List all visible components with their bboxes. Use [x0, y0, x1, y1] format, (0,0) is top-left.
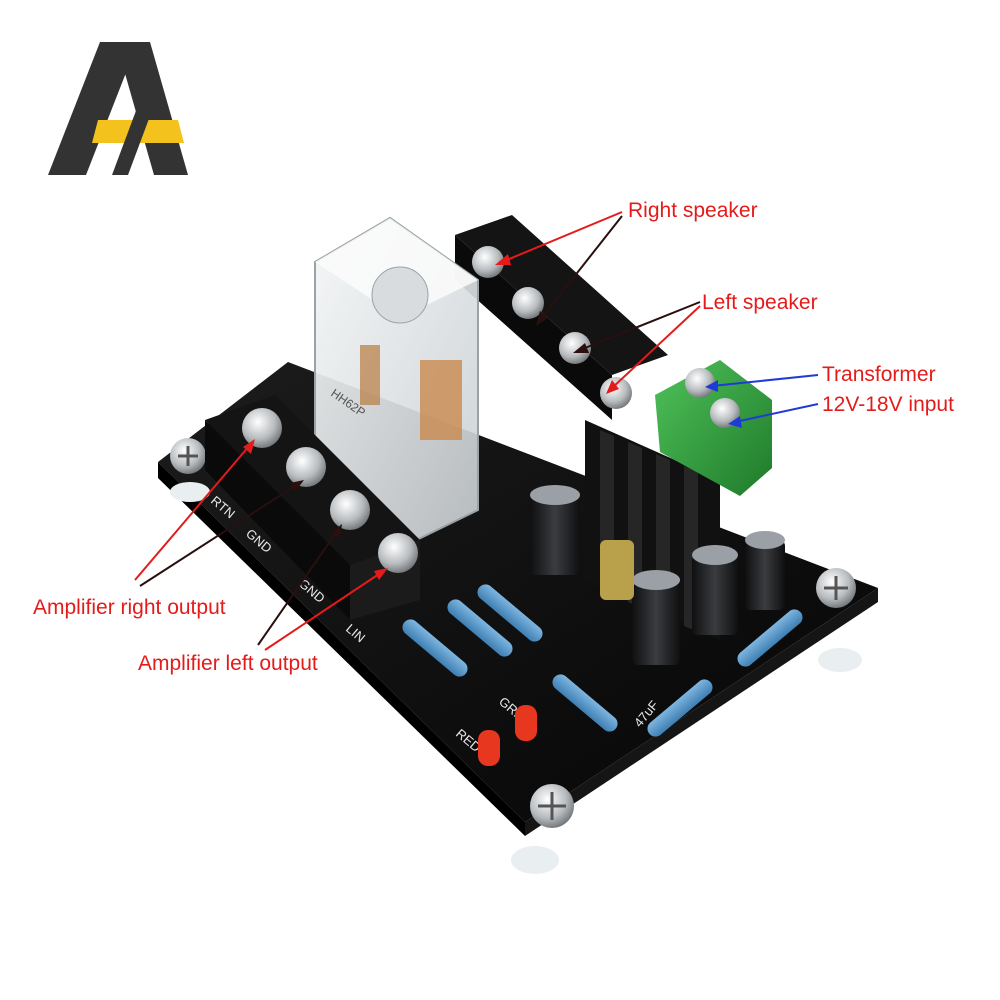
brand-logo-icon [48, 42, 188, 175]
resistors [402, 584, 803, 737]
label-transformer: Transformer [822, 363, 936, 386]
label-transformer-voltage: 12V-18V input [822, 393, 954, 416]
speaker-terminal-block [455, 215, 668, 420]
label-amp-right-output: Amplifier right output [33, 596, 226, 619]
arrow-amp-left-output [257, 524, 388, 651]
arrow-left-speaker [573, 301, 701, 394]
indicator-leds [478, 705, 537, 766]
relay: HH62P [314, 216, 479, 550]
label-right-speaker: Right speaker [628, 199, 758, 222]
label-amp-left-output: Amplifier left output [138, 652, 318, 675]
amplifier-terminal-block [205, 395, 420, 620]
arrow-right-speaker [495, 211, 623, 326]
transformer-input-terminal [655, 360, 772, 496]
mounting-screw-icon [170, 438, 856, 828]
arrow-transformer [705, 374, 819, 428]
electrolytic-capacitors [530, 485, 785, 665]
arrow-amp-right-output [134, 439, 304, 587]
label-left-speaker: Left speaker [702, 291, 818, 314]
